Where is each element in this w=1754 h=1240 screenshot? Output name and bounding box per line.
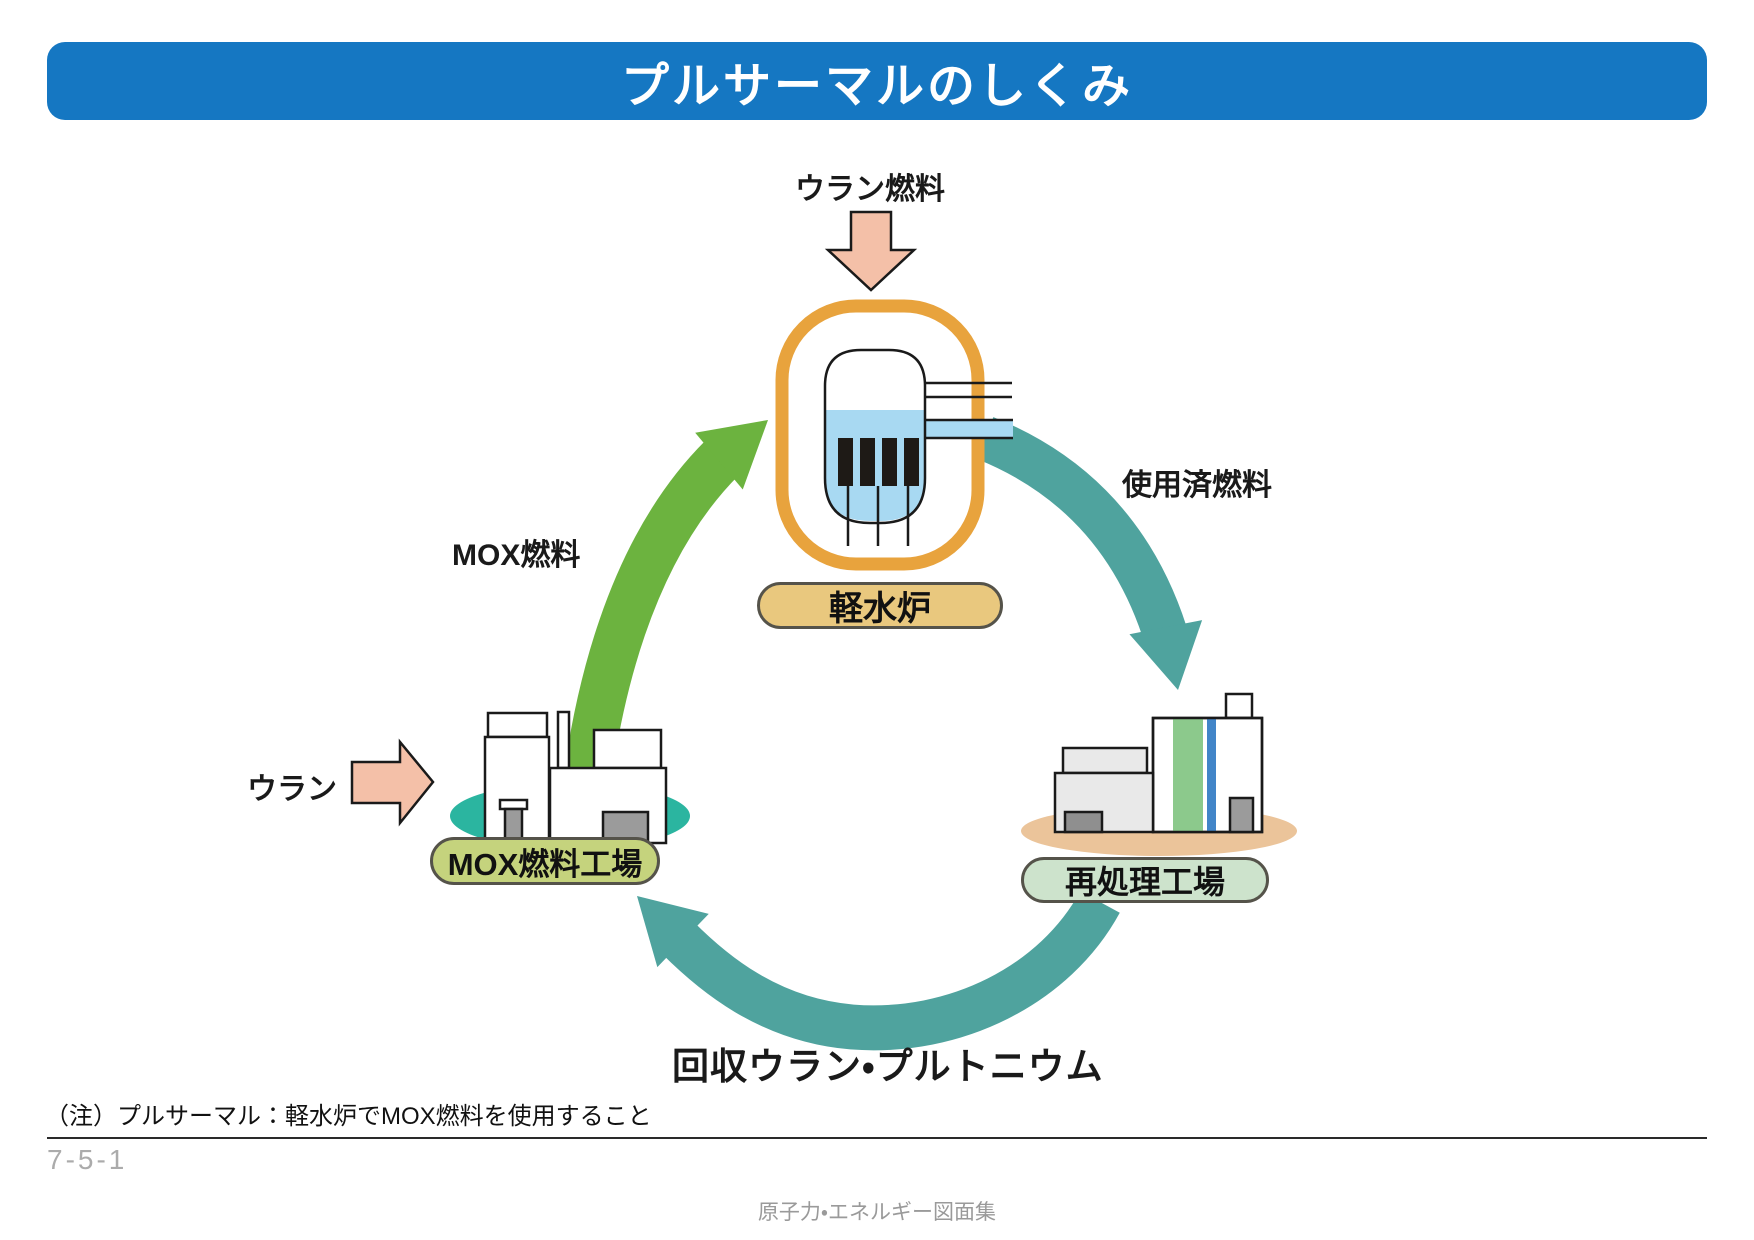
fuel-rods [838,438,919,486]
uranium-label: ウラン [247,773,337,806]
reprocessing-plant-pill: 再処理工場 [1021,857,1269,903]
mox-plant-pill: MOX燃料工場 [430,837,660,885]
collection-footer: 原子力・エネルギー図面集 [757,1201,997,1224]
spent-fuel-label: 使用済燃料 [1122,469,1272,502]
recovered-uranium-plutonium-label: 回収ウラン・プルトニウム [672,1046,1104,1087]
uranium-fuel-arrow [824,210,918,292]
reprocessing-plant-icon [1021,692,1297,856]
reactor-icon [775,299,1013,571]
spent-fuel-arrow [976,417,1203,690]
page-title: プルサーマルのしくみ [621,60,1133,113]
blue-stripe [1207,719,1216,831]
green-stripe [1173,719,1203,831]
mox-fuel-label: MOX燃料 [452,539,581,572]
title-banner: プルサーマルのしくみ [47,42,1707,120]
reactor-pill: 軽水炉 [757,582,1003,629]
mox-plant-icon [450,710,690,849]
uranium-arrow [350,738,435,827]
reprocessing-plant-pill-label: 再処理工場 [1064,864,1225,900]
mox-fuel-arrow [560,420,768,808]
mox-plant-pill-label: MOX燃料工場 [447,846,643,882]
reactor-pill-label: 軽水炉 [829,590,931,628]
recovered-uranium-arrow [637,890,1120,1051]
uranium-fuel-label: ウラン燃料 [795,173,945,206]
pressure-vessel [823,348,927,525]
page-number: 7-5-1 [47,1144,128,1175]
footer-divider [47,1137,1707,1139]
footnote: （注）プルサーマル：軽水炉でMOX燃料を使用すること [45,1103,652,1130]
